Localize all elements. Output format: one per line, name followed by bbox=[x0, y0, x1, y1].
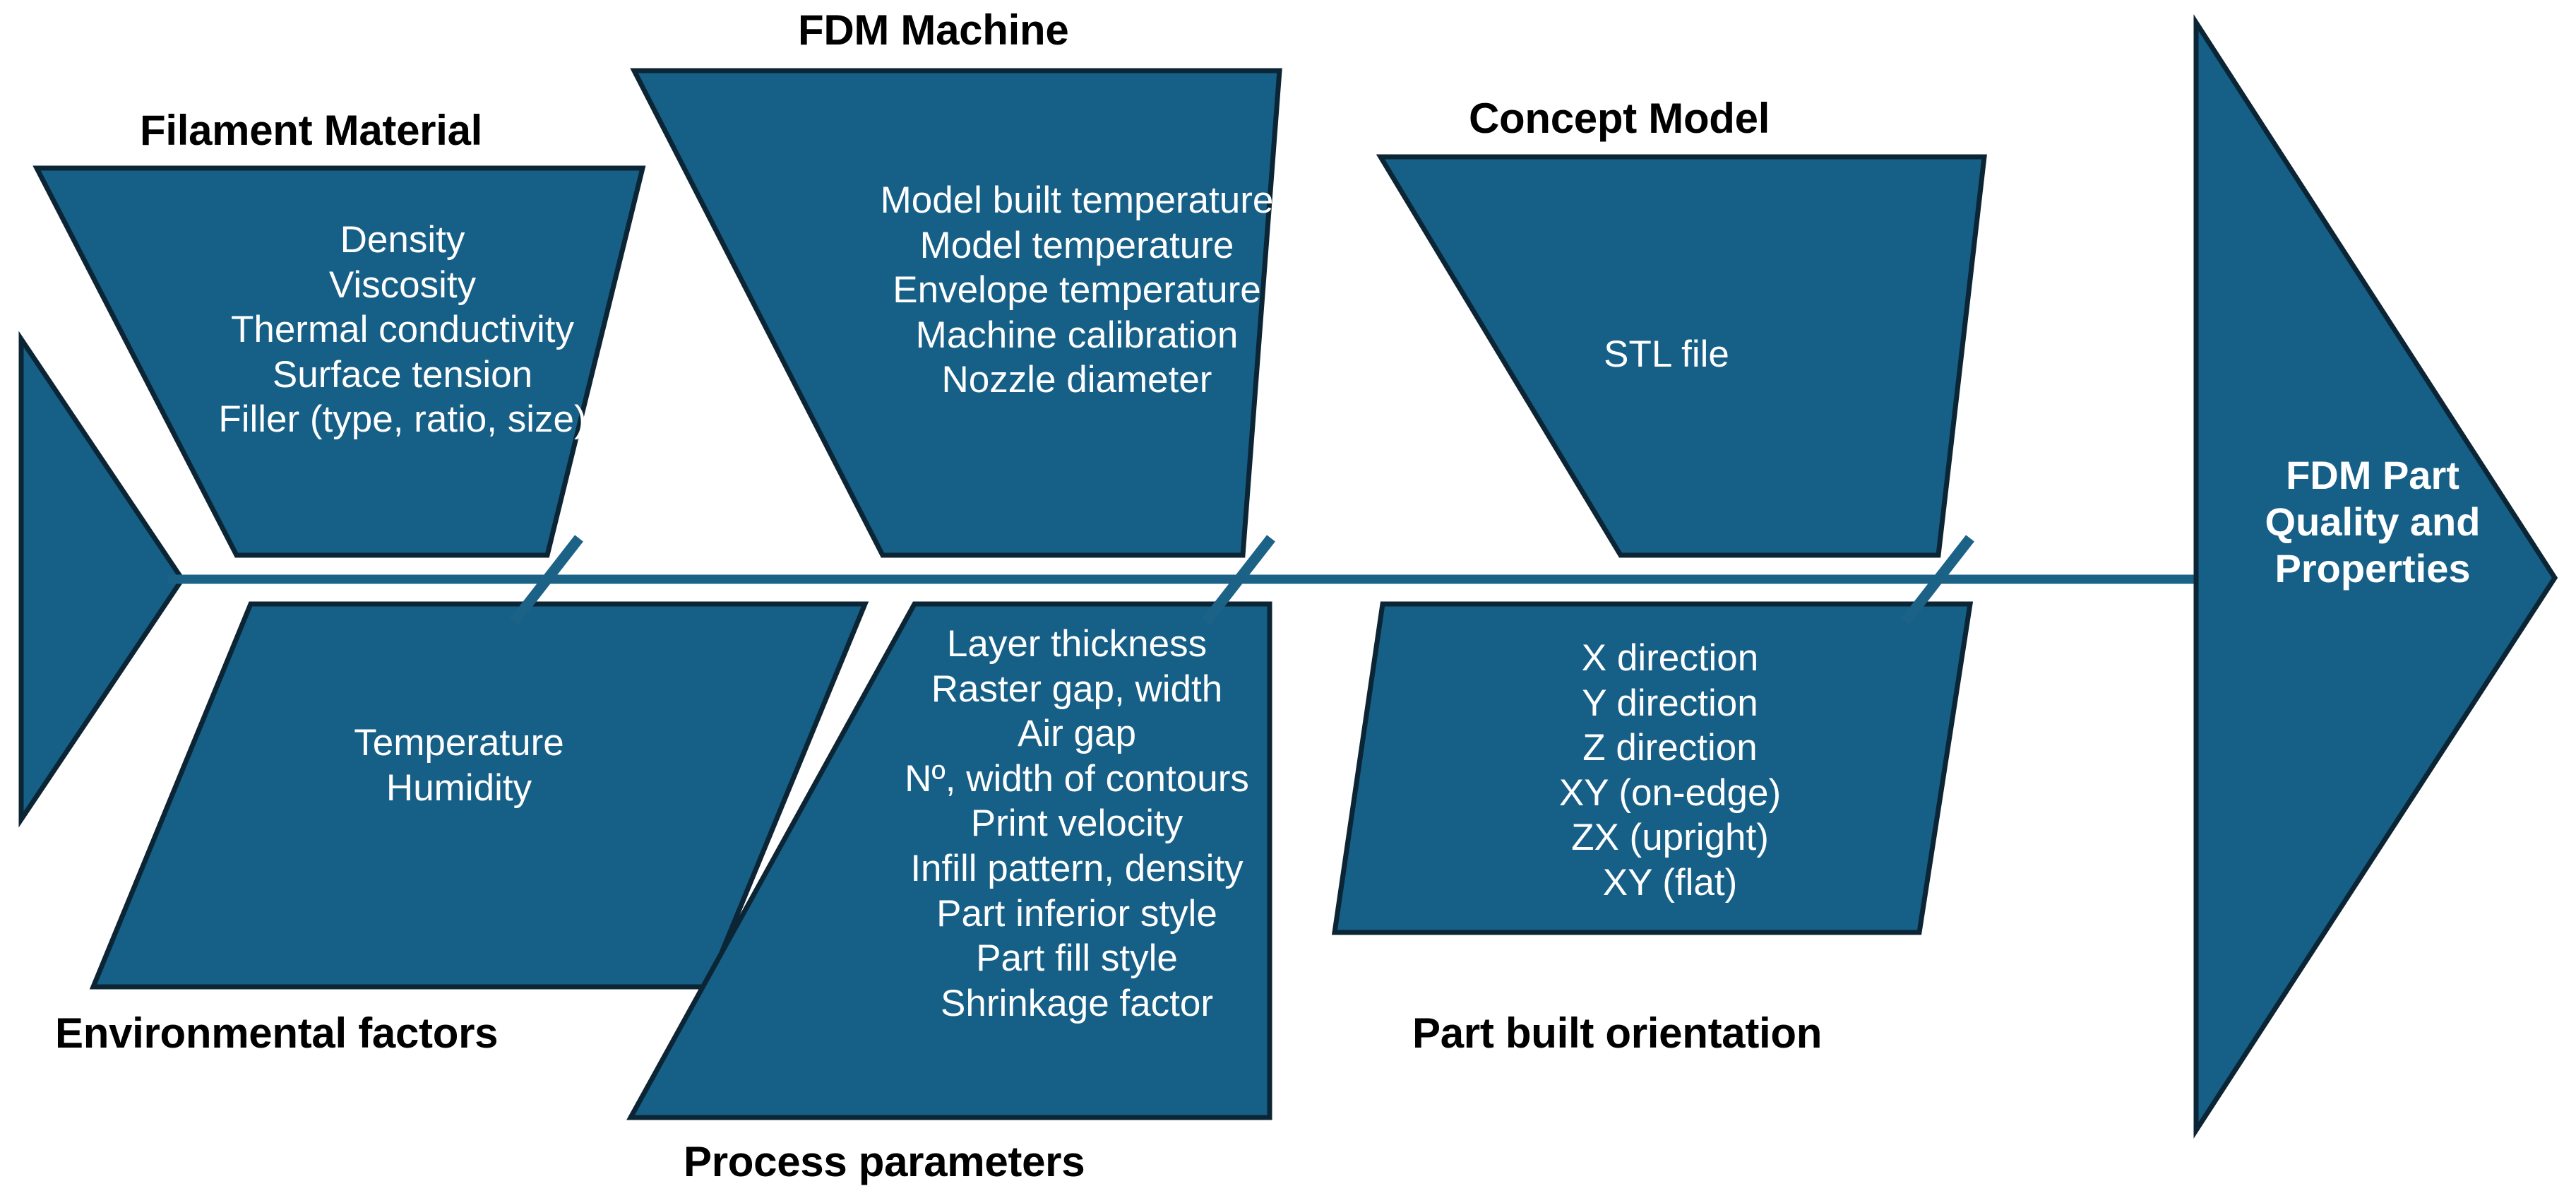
cause-item: XY (on-edge) bbox=[1558, 771, 1782, 814]
cause-item: STL file bbox=[1604, 333, 1729, 375]
category-label-environmental-factors: Environmental factors bbox=[55, 1009, 499, 1057]
cause-item: ZX (upright) bbox=[1571, 817, 1769, 859]
cause-item: Part inferior style bbox=[936, 892, 1217, 935]
cause-item: Viscosity bbox=[328, 263, 477, 306]
cause-item: Raster gap, width bbox=[931, 668, 1223, 710]
causes-filament-material: Density Viscosity Thermal conductivity S… bbox=[169, 218, 636, 442]
causes-environmental-factors: Temperature Humidity bbox=[212, 721, 706, 810]
cause-item: XY (flat) bbox=[1602, 861, 1738, 903]
category-label-concept-model: Concept Model bbox=[1469, 95, 1770, 142]
cause-item: Envelope temperature bbox=[893, 269, 1261, 312]
causes-process-parameters: Layer thickness Raster gap, width Air ga… bbox=[858, 622, 1296, 1026]
cause-item: Print velocity bbox=[970, 802, 1183, 845]
effect-label: FDM Part Quality and Properties bbox=[2224, 452, 2521, 592]
effect-arrowhead bbox=[2193, 14, 2558, 1139]
cause-item: Model built temperature bbox=[880, 179, 1274, 221]
category-label-process-parameters: Process parameters bbox=[684, 1138, 1085, 1185]
cause-item: Thermal conductivity bbox=[230, 309, 574, 351]
cause-item: Y direction bbox=[1582, 682, 1758, 724]
cause-item: Temperature bbox=[354, 722, 564, 764]
bone-concept-model bbox=[1376, 154, 1987, 558]
causes-fdm-machine: Model built temperature Model temperatur… bbox=[840, 178, 1313, 403]
causes-concept-model: STL file bbox=[1476, 332, 1857, 377]
cause-item: Surface tension bbox=[272, 353, 533, 396]
cause-item: Z direction bbox=[1582, 727, 1758, 769]
cause-item: Model temperature bbox=[919, 224, 1234, 266]
category-label-part-built-orientation: Part built orientation bbox=[1412, 1009, 1823, 1057]
bone-filament-material bbox=[32, 165, 646, 558]
cause-item: Density bbox=[340, 219, 465, 261]
cause-item: Infill pattern, density bbox=[910, 847, 1244, 889]
category-label-filament-material: Filament Material bbox=[140, 107, 483, 154]
cause-item: Shrinkage factor bbox=[941, 982, 1213, 1024]
cause-item: Machine calibration bbox=[915, 314, 1239, 356]
cause-item: X direction bbox=[1581, 637, 1759, 679]
bone-part-built-orientation bbox=[1331, 601, 1974, 935]
cause-item: Nº, width of contours bbox=[905, 757, 1249, 800]
effect-line: FDM Part bbox=[2286, 453, 2459, 497]
cause-item: Layer thickness bbox=[946, 623, 1208, 665]
cause-item: Humidity bbox=[386, 766, 532, 809]
effect-line: Quality and bbox=[2265, 499, 2481, 545]
effect-line: Properties bbox=[2274, 546, 2471, 591]
bone-fdm-machine bbox=[630, 68, 1282, 558]
causes-part-built-orientation: X direction Y direction Z direction XY (… bbox=[1469, 636, 1871, 906]
bone-process-parameters bbox=[626, 601, 1272, 1120]
cause-item: Filler (type, ratio, size) bbox=[218, 398, 587, 441]
spine-tail-triangle bbox=[18, 331, 186, 828]
cause-item: Air gap bbox=[1018, 713, 1136, 755]
cause-item: Nozzle diameter bbox=[941, 359, 1212, 401]
cause-item: Part fill style bbox=[976, 937, 1178, 980]
category-label-fdm-machine: FDM Machine bbox=[798, 6, 1069, 54]
